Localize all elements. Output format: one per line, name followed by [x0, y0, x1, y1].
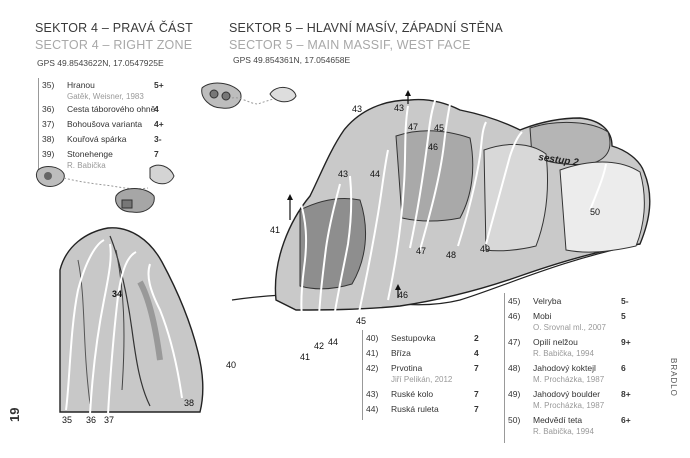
- route-author: M. Procházka, 1987: [533, 375, 605, 384]
- sector4-title-en: SECTOR 4 – RIGHT ZONE: [35, 38, 193, 52]
- topo-label: 40: [226, 360, 236, 370]
- map-boulder-cluster: [35, 164, 175, 213]
- sector4-gps: GPS 49.8543622N, 17.0547925E: [37, 58, 164, 68]
- route-author: Jiří Pelikán, 2012: [391, 375, 453, 384]
- sector5-right-list-rule: [504, 293, 505, 443]
- sector5-gps: GPS 49.854361N, 17.054658E: [233, 55, 351, 65]
- topo-label: 49: [480, 244, 490, 254]
- topo-label: 47: [408, 122, 418, 132]
- topo-label: 44: [328, 337, 338, 347]
- map-boulder-top: [201, 82, 297, 109]
- route-author: R. Babička: [67, 161, 106, 170]
- topo-label: 48: [446, 250, 456, 260]
- route-author: O. Srovnal ml., 2007: [533, 323, 606, 332]
- route-author: Gatěk, Weisner, 1983: [67, 92, 144, 101]
- topo-label: 34: [112, 289, 122, 299]
- topo-label: 37: [104, 415, 114, 425]
- route-author: M. Procházka, 1987: [533, 401, 605, 410]
- topo-label: 43: [338, 169, 348, 179]
- topo-label: 45: [434, 123, 444, 133]
- sector5-left-list-rule: [362, 330, 363, 420]
- topo-label: 44: [370, 169, 380, 179]
- sector4-title-cz: SEKTOR 4 – PRAVÁ ČÁST: [35, 21, 193, 35]
- route-author: R. Babička, 1994: [533, 427, 594, 436]
- route-author: R. Babička, 1994: [533, 349, 594, 358]
- topo-label: 36: [86, 415, 96, 425]
- topo-label: 41: [270, 225, 280, 235]
- sector4-list-rule: [38, 78, 39, 180]
- topo-label: 43: [352, 104, 362, 114]
- topo-label: 35: [62, 415, 72, 425]
- topo-label: 38: [184, 398, 194, 408]
- topo-label: 41: [300, 352, 310, 362]
- topo-label: 46: [428, 142, 438, 152]
- topo-label: 47: [416, 246, 426, 256]
- topo-label: 46: [398, 290, 408, 300]
- sector5-title-cz: SEKTOR 5 – HLAVNÍ MASÍV, ZÁPADNÍ STĚNA: [229, 21, 503, 35]
- topo-label: 50: [590, 207, 600, 217]
- topo-label: 42: [314, 341, 324, 351]
- topo-label: 43: [394, 103, 404, 113]
- sector5-title-en: SECTOR 5 – MAIN MASSIF, WEST FACE: [229, 38, 471, 52]
- topo-label: 45: [356, 316, 366, 326]
